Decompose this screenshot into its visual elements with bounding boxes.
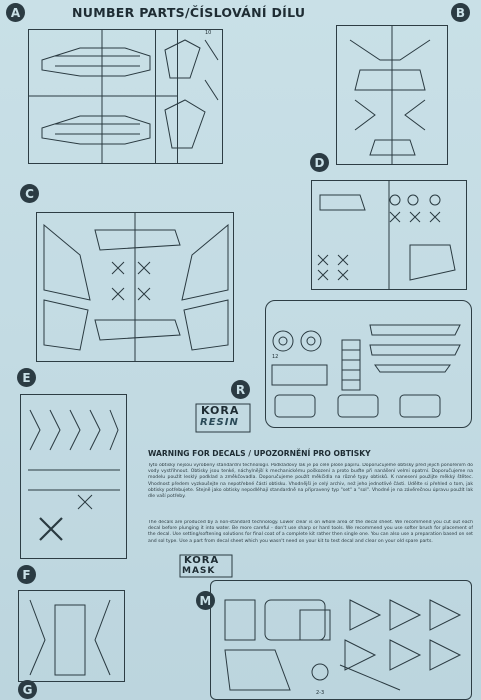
section-marker-r: R <box>231 380 250 399</box>
section-marker-g: G <box>18 680 37 699</box>
section-marker-c: C <box>20 184 39 203</box>
sprue-e <box>20 394 127 559</box>
warning-title: WARNING FOR DECALS / UPOZORNĚNÍ PRO OBTI… <box>148 449 371 458</box>
section-marker-b: B <box>451 3 470 22</box>
section-marker-e: E <box>17 368 36 387</box>
kora-resin-logo-sub: RESIN <box>200 417 239 428</box>
warning-text-english: The decals are produced by a non-standar… <box>148 520 473 544</box>
part-number: 10 <box>205 30 212 36</box>
part-number: 2-3 <box>316 690 325 696</box>
kora-mask-logo-brand: KORA <box>184 555 220 566</box>
page-title: NUMBER PARTS/ČÍSLOVÁNÍ DÍLU <box>72 5 306 20</box>
section-marker-a: A <box>6 3 25 22</box>
sprue-r-resin <box>265 300 472 428</box>
sprue-f <box>18 590 125 682</box>
section-marker-f: F <box>17 565 36 584</box>
kora-resin-logo-brand: KORA <box>201 404 240 417</box>
part-number: 12 <box>272 354 279 360</box>
section-marker-d: D <box>310 153 329 172</box>
kora-mask-logo-sub: MASK <box>182 566 216 576</box>
warning-text-czech: Tyto obtisky nejsou vyrobeny standardní … <box>148 463 473 500</box>
